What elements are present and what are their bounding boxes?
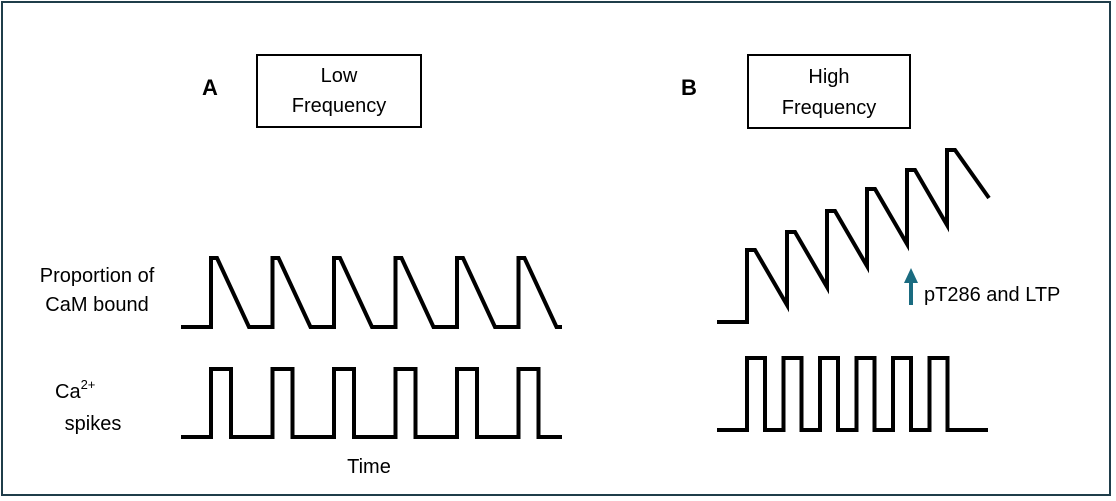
panel-a-ca-spike-trace [181,367,562,439]
panel-a-frequency-line1: Low [321,65,358,87]
cam-label-line2: CaM bound [45,294,148,316]
panel-b-cam-trace [717,148,991,324]
panel-a-cam-trace [181,256,562,329]
panel-b-frequency-line1: High [808,66,849,88]
x-axis-label: Time [347,456,391,478]
panel-a-frequency-line2: Frequency [292,95,387,117]
ca-label-superscript: 2+ [81,377,96,392]
up-arrow-icon [904,268,918,305]
panel-a-letter: A [202,75,218,100]
ca-label-line2: spikes [65,413,122,435]
panel-b-letter: B [681,75,697,100]
ltp-annotation: pT286 and LTP [924,284,1060,306]
ca-label-prefix: Ca2+ [55,377,95,403]
panel-b-frequency-line2: Frequency [782,97,877,119]
panel-b-frequency-box [747,54,911,129]
ca-label-text: Ca [55,381,81,403]
panel-b-ca-spike-trace [717,356,988,432]
panel-a-frequency-box [256,54,422,128]
cam-label-line1: Proportion of [40,265,155,287]
